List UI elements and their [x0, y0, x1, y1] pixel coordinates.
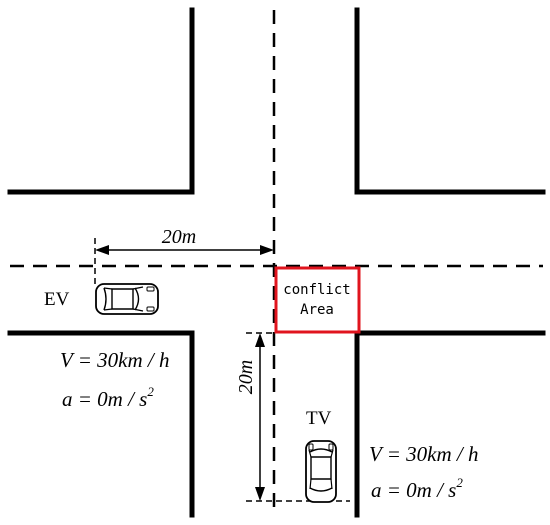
conflict-area-box: [274, 266, 361, 334]
lane-markings: [10, 10, 543, 515]
tv-acceleration: a = 0m / s2: [371, 475, 463, 502]
road-edges: [7, 7, 546, 518]
curb-top-left: [7, 7, 195, 195]
horizontal-dimension: [95, 245, 274, 255]
arrow-left-icon: [95, 245, 109, 255]
ev-velocity: V = 30km / h: [60, 348, 169, 372]
ev-label: EV: [44, 289, 70, 310]
arrow-right-icon: [260, 245, 274, 255]
ev-acceleration-exponent: 2: [147, 384, 154, 399]
conflict-label-line2: Area: [300, 302, 334, 318]
vertical-dimension: [255, 333, 265, 501]
curb-top-right: [354, 7, 546, 195]
ev-car-icon: [95, 283, 159, 315]
arrow-down-icon: [255, 487, 265, 501]
curb-bottom-left: [7, 330, 195, 518]
conflict-label-line1: conflict: [283, 282, 350, 298]
distance-label-vertical: 20m: [235, 360, 257, 394]
tv-acceleration-exponent: 2: [456, 475, 463, 490]
distance-label-horizontal: 20m: [162, 226, 196, 248]
arrow-up-icon: [255, 333, 265, 347]
tv-label: TV: [306, 408, 332, 429]
tv-velocity: V = 30km / h: [369, 442, 478, 466]
ev-acceleration-base: a = 0m / s: [62, 387, 147, 411]
tv-acceleration-base: a = 0m / s: [371, 478, 456, 502]
ev-acceleration: a = 0m / s2: [62, 384, 154, 411]
tv-car-icon: [305, 440, 337, 503]
